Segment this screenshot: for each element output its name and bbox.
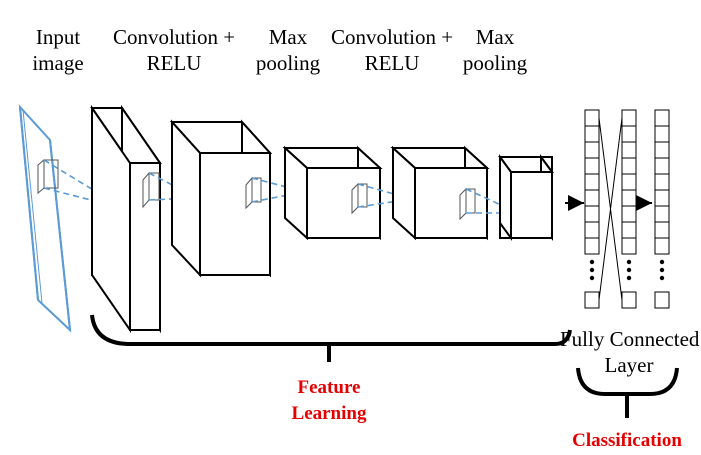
fc-neuron xyxy=(621,109,637,127)
fc-neuron xyxy=(621,157,637,175)
fc-neuron xyxy=(654,141,670,159)
label-input-image-line2: image xyxy=(32,51,84,75)
conv2-feature-map xyxy=(282,145,383,241)
pool1-projection xyxy=(251,177,299,203)
fc-neuron xyxy=(621,125,637,143)
feature-learning-brace xyxy=(90,314,572,346)
fc-neuron xyxy=(654,237,670,255)
pool1-kernel xyxy=(245,176,262,210)
label-conv1-line2: RELU xyxy=(146,51,202,75)
fc-neuron xyxy=(621,173,637,191)
flatten-block xyxy=(498,153,554,242)
fc-neuron xyxy=(621,291,637,309)
fc-neuron xyxy=(621,141,637,159)
label-input-image: Input image xyxy=(28,24,88,76)
fc-ellipsis-dot xyxy=(589,267,595,273)
label-conv1-line1: Convolution + xyxy=(112,25,236,49)
fc-ellipsis-dot xyxy=(659,259,665,265)
fc-neuron xyxy=(584,189,600,207)
fc-ellipsis-dot xyxy=(589,275,595,281)
fc-neuron xyxy=(584,237,600,255)
fc-neuron xyxy=(621,237,637,255)
fc-neuron xyxy=(654,221,670,239)
input-image-layer xyxy=(18,104,72,333)
fc-neuron xyxy=(584,125,600,143)
label-pool2-line2: pooling xyxy=(462,51,528,75)
fc-neuron xyxy=(654,173,670,191)
label-fully-connected-line2: Layer xyxy=(604,353,654,377)
fc-neuron xyxy=(584,109,600,127)
fc-neuron xyxy=(654,109,670,127)
label-input-image-line1: Input xyxy=(35,25,81,49)
pool1-feature-map xyxy=(169,119,273,278)
fc-neuron xyxy=(584,157,600,175)
fc-neuron xyxy=(621,205,637,223)
label-pool2: Max pooling xyxy=(455,24,535,76)
label-feature-learning-line2: Learning xyxy=(291,403,367,424)
label-conv2: Convolution + RELU xyxy=(330,24,454,76)
fc-ellipsis-dot xyxy=(659,267,665,273)
label-feature-learning-line1: Feature xyxy=(297,377,361,398)
fc-neuron xyxy=(621,189,637,207)
fc-neuron xyxy=(584,291,600,309)
fc-neuron xyxy=(584,205,600,223)
fc-ellipsis-dot xyxy=(626,275,632,281)
label-fully-connected: Fully Connected Layer xyxy=(560,326,700,378)
fc-neuron xyxy=(621,221,637,239)
fc-neuron xyxy=(654,189,670,207)
label-conv1: Convolution + RELU xyxy=(112,24,236,76)
pool2-feature-map xyxy=(390,145,490,241)
label-conv2-line1: Convolution + xyxy=(330,25,454,49)
fc-neuron xyxy=(654,125,670,143)
conv1-feature-map xyxy=(90,104,162,334)
fc-neuron xyxy=(654,157,670,175)
label-pool1-line1: Max xyxy=(268,25,308,49)
label-fully-connected-line1: Fully Connected xyxy=(560,327,700,351)
fc-neuron xyxy=(654,205,670,223)
label-feature-learning: Feature Learning xyxy=(279,375,379,427)
fc-ellipsis-dot xyxy=(626,267,632,273)
fc-ellipsis-dot xyxy=(659,275,665,281)
fc-ellipsis-dot xyxy=(626,259,632,265)
fc-neuron xyxy=(584,141,600,159)
fc-neuron xyxy=(584,221,600,239)
label-pool1-line2: pooling xyxy=(255,51,321,75)
fc-neuron xyxy=(654,291,670,309)
label-pool2-line1: Max xyxy=(475,25,515,49)
fc-connection xyxy=(598,117,623,301)
label-classification: Classification xyxy=(572,430,682,451)
fully-connected-columns xyxy=(584,109,670,309)
fc-neuron xyxy=(584,173,600,191)
label-conv2-line2: RELU xyxy=(364,51,420,75)
label-pool1: Max pooling xyxy=(248,24,328,76)
fc-ellipsis-dot xyxy=(589,259,595,265)
